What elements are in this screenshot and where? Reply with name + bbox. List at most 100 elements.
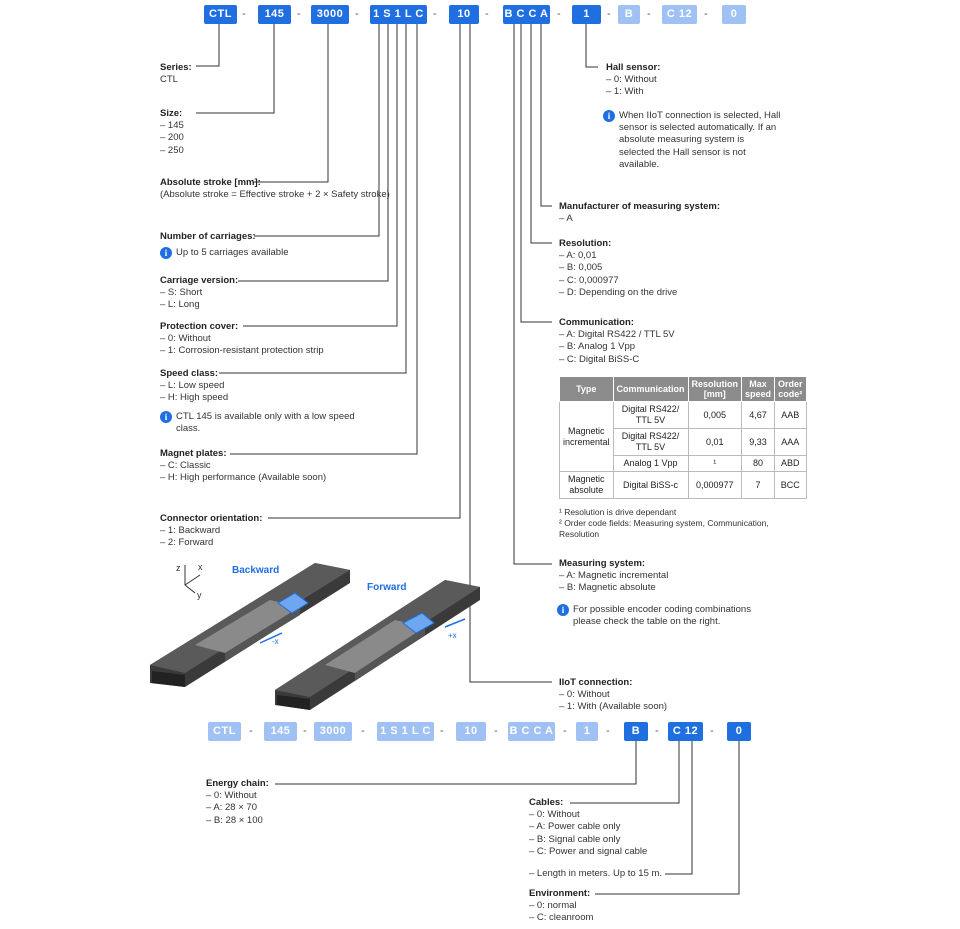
resolution-item: – D: Depending on the drive <box>559 286 678 298</box>
stroke-item: (Absolute stroke = Effective stroke + 2 … <box>160 189 390 201</box>
cables-length: – Length in meters. Up to 15 m. <box>529 868 662 880</box>
magnet-item: – H: High performance (Available soon) <box>160 472 327 484</box>
code-series: CTL <box>204 5 237 24</box>
iiot-title: IIoT connection: <box>559 677 633 688</box>
code-measuring: B C C A <box>508 722 555 741</box>
code-environment: 0 <box>722 5 746 24</box>
stroke-title: Absolute stroke [mm]: <box>160 177 261 188</box>
actuator-illustration: z x y -x Backward +x Forward <box>150 562 480 710</box>
communication-block: Communication: – A: Digital RS422 / TTL … <box>559 317 675 366</box>
resolution-item: – B: 0,005 <box>559 262 603 274</box>
speed-info-text: CTL 145 is available only with a low spe… <box>176 411 355 435</box>
code-separator: - <box>494 725 498 737</box>
table-note: ² Order code fields: Measuring system, C… <box>559 518 769 539</box>
speed-item: – L: Low speed <box>160 380 225 392</box>
table-cell: BCC <box>774 471 807 499</box>
connector-block: Connector orientation: – 1: Backward – 2… <box>160 513 262 550</box>
code-separator: - <box>647 8 651 20</box>
cables-item: – C: Power and signal cable <box>529 845 648 857</box>
series-block: Series: CTL <box>160 62 192 86</box>
table-header: Resolution [mm] <box>687 376 743 402</box>
code-stroke: 3000 <box>311 5 349 24</box>
table-row: Digital RS422/ TTL 5V 0,01 9,33 AAA <box>560 428 807 456</box>
table-header: Max speed <box>741 376 776 402</box>
speed-info: i CTL 145 is available only with a low s… <box>160 411 366 435</box>
speed-title: Speed class: <box>160 368 219 379</box>
size-item: – 200 <box>160 132 184 144</box>
carriages-info-text: Up to 5 carriages available <box>176 247 289 258</box>
magnet-item: – C: Classic <box>160 460 211 472</box>
code-stroke: 3000 <box>314 722 352 741</box>
resolution-item: – A: 0,01 <box>559 250 597 262</box>
speed-item: – H: High speed <box>160 392 229 404</box>
table-cell: 80 <box>741 455 776 472</box>
connector-item: – 1: Backward <box>160 525 221 537</box>
resolution-title: Resolution: <box>559 238 612 249</box>
table-cell: 4,67 <box>741 401 776 429</box>
carriage-version-title: Carriage version: <box>160 275 239 286</box>
protection-item: – 1: Corrosion-resistant protection stri… <box>160 345 324 357</box>
plus-x-label: +x <box>448 631 457 640</box>
table-note: ¹ Resolution is drive dependant <box>559 507 677 517</box>
code-separator: - <box>242 8 246 20</box>
carriages-info: i Up to 5 carriages available <box>160 247 396 259</box>
measuring-title: Measuring system: <box>559 558 646 569</box>
manufacturer-item: – A <box>559 213 573 225</box>
forward-actuator <box>275 580 480 710</box>
code-iiot: B <box>624 722 648 741</box>
code-separator: - <box>433 8 437 20</box>
cables-block: Cables: – 0: Without – A: Power cable on… <box>529 797 647 858</box>
table-cell-type: Magnetic absolute <box>559 471 614 499</box>
environment-item: – 0: normal <box>529 900 577 912</box>
code-measuring: B C C A <box>503 5 550 24</box>
environment-item: – C: cleanroom <box>529 912 594 924</box>
protection-title: Protection cover: <box>160 321 239 332</box>
minus-x-label: -x <box>272 637 279 646</box>
axis-x-label: x <box>198 562 203 572</box>
table-header: Communication <box>612 376 689 402</box>
iiot-item: – 0: Without <box>559 689 610 701</box>
manufacturer-block: Manufacturer of measuring system: – A <box>559 201 720 225</box>
info-icon: i <box>557 604 569 616</box>
measuring-info: i For possible encoder coding combinatio… <box>557 604 773 628</box>
code-carriage-config: 1 S 1 L C <box>370 5 427 24</box>
energy-block: Energy chain: – 0: Without – A: 28 × 70 … <box>206 778 269 827</box>
table-cell: AAB <box>774 401 807 429</box>
connector-title: Connector orientation: <box>160 513 263 524</box>
magnet-title: Magnet plates: <box>160 448 227 459</box>
code-separator: - <box>361 725 365 737</box>
measuring-item: – B: Magnetic absolute <box>559 582 656 594</box>
code-size: 145 <box>258 5 291 24</box>
encoder-table: Type Communication Resolution [mm] Max s… <box>559 376 807 499</box>
communication-item: – C: Digital BiSS-C <box>559 353 640 365</box>
code-connector: 10 <box>449 5 479 24</box>
axis-y-label: y <box>197 590 202 600</box>
hall-info-text: When IIoT connection is selected, Hall s… <box>619 110 781 170</box>
code-separator: - <box>440 725 444 737</box>
energy-item: – A: 28 × 70 <box>206 802 257 814</box>
hall-item: – 1: With <box>606 86 644 98</box>
table-cell: 0,005 <box>687 401 743 429</box>
code-hall: 1 <box>572 5 601 24</box>
size-block: Size: – 145 – 200 – 250 <box>160 108 184 157</box>
protection-block: Protection cover: – 0: Without – 1: Corr… <box>160 321 324 358</box>
table-header: Order code² <box>774 376 807 402</box>
hall-info: i When IIoT connection is selected, Hall… <box>603 110 781 171</box>
environment-title: Environment: <box>529 888 591 899</box>
axis-indicator <box>184 565 201 594</box>
carriage-version-item: – L: Long <box>160 299 200 311</box>
code-separator: - <box>704 8 708 20</box>
code-separator: - <box>249 725 253 737</box>
code-cables: C 12 <box>662 5 697 24</box>
code-size: 145 <box>264 722 297 741</box>
code-separator: - <box>297 8 301 20</box>
forward-label: Forward <box>367 582 406 593</box>
measuring-block: Measuring system: – A: Magnetic incremen… <box>559 558 668 595</box>
code-separator: - <box>606 725 610 737</box>
hall-title: Hall sensor: <box>606 62 661 73</box>
plus-x-arrow <box>444 618 466 628</box>
table-cell: 0,01 <box>687 428 743 456</box>
table-row: Analog 1 Vpp ¹ 80 ABD <box>560 455 807 472</box>
table-header-row: Type Communication Resolution [mm] Max s… <box>559 376 807 402</box>
code-environment: 0 <box>727 722 751 741</box>
